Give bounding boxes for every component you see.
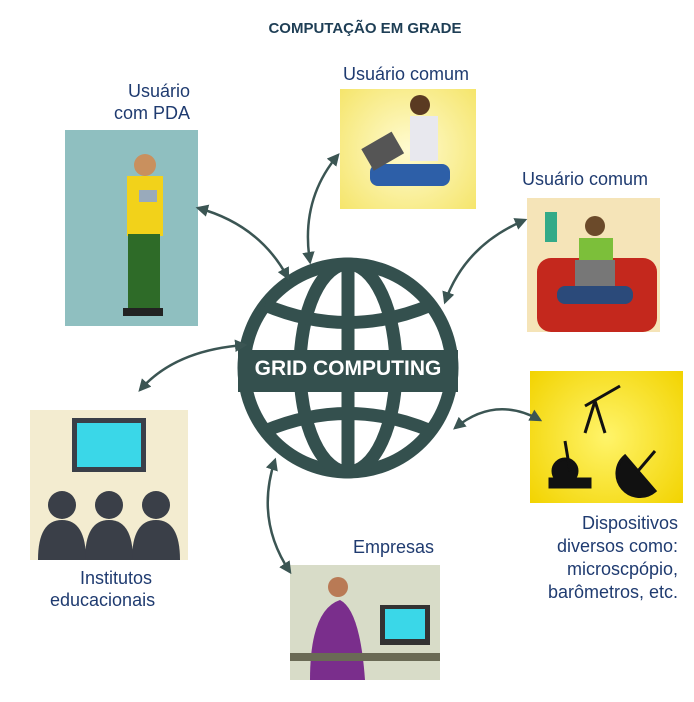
arrow-institutes xyxy=(138,339,248,392)
arrow-common-top xyxy=(302,153,340,265)
institutes-label: Institutos educacionais xyxy=(50,567,155,611)
pda-user-illustration xyxy=(65,130,198,326)
label-line: diversos como: xyxy=(556,536,678,556)
globe-label: GRID COMPUTING xyxy=(254,357,442,380)
devices-illustration xyxy=(530,371,683,503)
devices-label: Dispositivos diversos como: microscpópio… xyxy=(520,512,678,604)
common-user-laptop-illustration xyxy=(340,89,476,209)
arrow-pda xyxy=(195,204,290,281)
companies-label: Empresas xyxy=(353,537,435,557)
diagram-title: COMPUTAÇÃO EM GRADE xyxy=(268,20,462,37)
common-user-top-label: Usuário comum xyxy=(343,64,470,84)
arrow-companies xyxy=(265,457,292,575)
companies-illustration xyxy=(290,565,440,680)
arrow-devices xyxy=(453,408,543,430)
common-user-right-label: Usuário comum xyxy=(522,169,649,189)
label-line: com PDA xyxy=(113,103,190,123)
common-user-chair-illustration xyxy=(527,198,660,332)
label-line: Dispositivos xyxy=(581,513,678,533)
label-line: microscpópio, xyxy=(566,559,678,579)
educational-institutes-illustration xyxy=(30,410,188,560)
label-line: Institutos xyxy=(80,568,153,588)
arrow-common-right xyxy=(442,218,528,305)
pda-user-label: Usuário com PDA xyxy=(100,80,190,124)
label-line: educacionais xyxy=(50,590,156,610)
label-line: Usuário xyxy=(127,81,190,101)
label-line: barômetros, etc. xyxy=(547,582,678,602)
globe-label-band xyxy=(238,350,458,392)
